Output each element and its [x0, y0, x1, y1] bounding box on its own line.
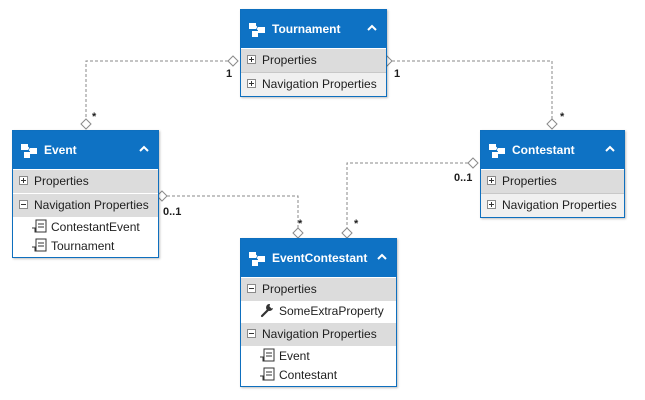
association-event-eventcontestant [162, 195, 299, 232]
collapse-icon[interactable] [247, 329, 256, 338]
multiplicity-label: 0..1 [163, 206, 182, 218]
entity-header[interactable]: Contestant [481, 131, 624, 169]
multiplicity-label: * [92, 111, 97, 123]
chevron-up-icon[interactable] [136, 141, 152, 157]
entity-header[interactable]: Event [13, 131, 158, 169]
navigation-property-item[interactable]: Event [241, 346, 396, 365]
diamond-end [341, 227, 353, 239]
navigation-property-item[interactable]: ContestantEvent [13, 217, 158, 236]
association-tournament-event [85, 60, 233, 124]
entity-title: EventContestant [272, 251, 368, 265]
navigation-properties-section[interactable]: Navigation Properties [241, 322, 396, 346]
navigation-property-item[interactable]: Contestant [241, 365, 396, 384]
chevron-up-icon[interactable] [374, 249, 390, 265]
item-label: Event [279, 349, 310, 363]
item-label: ContestantEvent [51, 220, 140, 234]
navigation-properties-section[interactable]: Navigation Properties [13, 193, 158, 217]
chevron-up-icon[interactable] [364, 20, 380, 36]
collapse-icon[interactable] [19, 200, 28, 209]
section-label: Navigation Properties [262, 327, 377, 341]
entity-icon [249, 23, 265, 37]
multiplicity-label: * [354, 218, 359, 230]
navigation-property-icon [260, 348, 275, 362]
navigation-properties-section[interactable]: Navigation Properties [241, 72, 386, 96]
entity-icon [21, 144, 37, 158]
multiplicity-label: 1 [226, 68, 233, 80]
properties-section[interactable]: Properties [241, 277, 396, 301]
entity-header[interactable]: Tournament [241, 10, 386, 48]
collapse-icon[interactable] [247, 284, 256, 293]
navigation-properties-section[interactable]: Navigation Properties [481, 193, 624, 217]
entity-tournament[interactable]: Tournament Properties Navigation Propert… [240, 9, 387, 97]
section-label: Navigation Properties [502, 198, 617, 212]
navigation-property-icon [32, 219, 47, 233]
entity-icon [249, 252, 265, 266]
association-contestant-eventcontestant [346, 162, 473, 232]
expand-icon[interactable] [487, 200, 496, 209]
entity-header[interactable]: EventContestant [241, 239, 396, 277]
navigation-property-icon [32, 238, 47, 252]
properties-section[interactable]: Properties [241, 48, 386, 72]
item-label: SomeExtraProperty [279, 304, 384, 318]
section-label: Properties [502, 174, 557, 188]
scalar-property-item[interactable]: SomeExtraProperty [241, 301, 396, 320]
multiplicity-label: * [298, 218, 303, 230]
diamond-end [227, 55, 239, 67]
diamond-end [80, 118, 92, 130]
expand-icon[interactable] [247, 79, 256, 88]
section-label: Properties [262, 282, 317, 296]
item-label: Contestant [279, 368, 338, 382]
expand-icon[interactable] [19, 176, 28, 185]
section-label: Properties [262, 53, 317, 67]
entity-title: Event [44, 143, 77, 157]
properties-section[interactable]: Properties [481, 169, 624, 193]
multiplicity-label: * [560, 111, 565, 123]
association-tournament-contestant [387, 60, 553, 124]
multiplicity-label: 1 [394, 68, 401, 80]
navigation-property-item[interactable]: Tournament [13, 236, 158, 255]
chevron-up-icon[interactable] [602, 141, 618, 157]
section-label: Navigation Properties [34, 198, 149, 212]
expand-icon[interactable] [247, 55, 256, 64]
wrench-icon [260, 303, 273, 318]
section-label: Properties [34, 174, 89, 188]
properties-section[interactable]: Properties [13, 169, 158, 193]
navigation-property-icon [260, 367, 275, 381]
entity-title: Tournament [272, 22, 341, 36]
entity-event[interactable]: Event Properties Navigation Properties C… [12, 130, 159, 258]
item-label: Tournament [51, 239, 115, 253]
entity-event-contestant[interactable]: EventContestant Properties SomeExtraProp… [240, 238, 397, 387]
diamond-end [467, 157, 479, 169]
diamond-end [546, 118, 558, 130]
section-label: Navigation Properties [262, 77, 377, 91]
entity-icon [489, 144, 505, 158]
entity-contestant[interactable]: Contestant Properties Navigation Propert… [480, 130, 625, 218]
expand-icon[interactable] [487, 176, 496, 185]
multiplicity-label: 0..1 [454, 172, 473, 184]
entity-title: Contestant [512, 143, 575, 157]
